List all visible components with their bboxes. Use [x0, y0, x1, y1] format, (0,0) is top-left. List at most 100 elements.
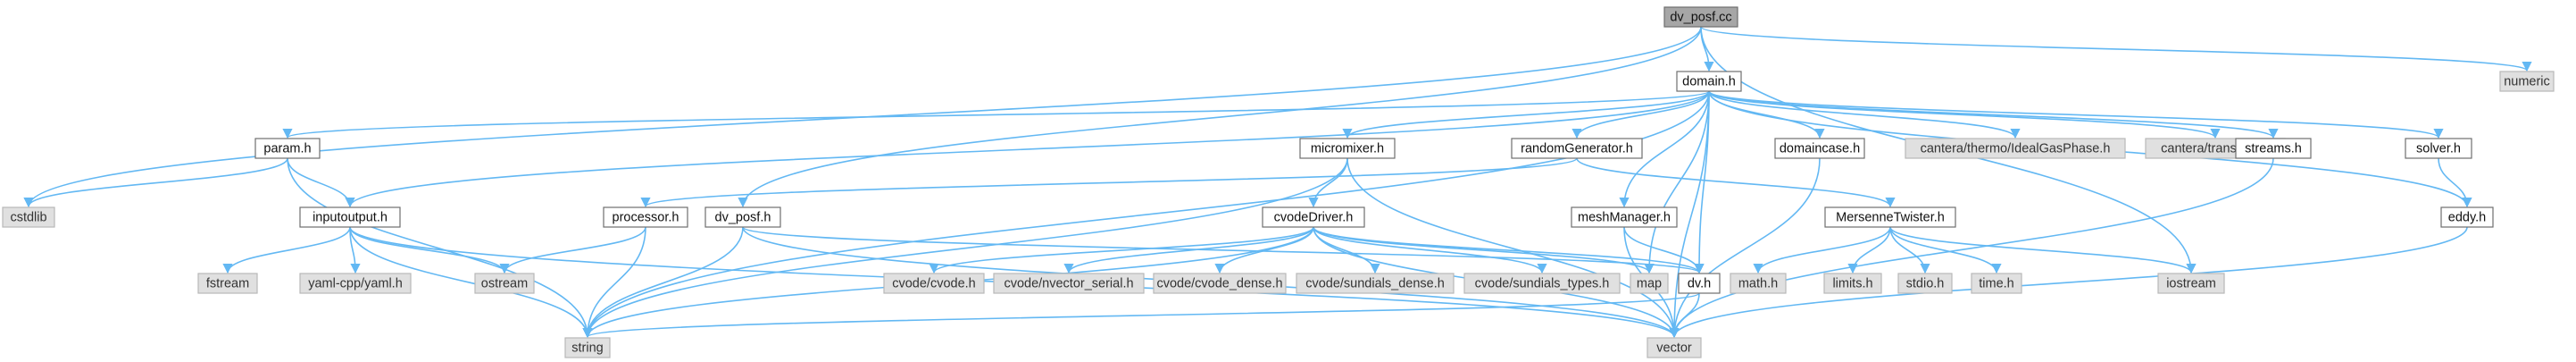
node-label-streams_h: streams.h — [2245, 142, 2302, 156]
node-map: map — [1630, 273, 1669, 294]
node-box-fstream — [197, 273, 258, 294]
edge-dv_posf_cc-to-numeric — [1700, 26, 2532, 72]
node-box-iostream — [2157, 273, 2225, 294]
node-box-inputoutput_h[interactable] — [299, 206, 401, 228]
node-label-fstream: fstream — [206, 277, 249, 291]
edge-domain_h-to-transport — [1708, 90, 2221, 139]
node-nvector: cvode/nvector_serial.h — [993, 273, 1145, 294]
node-box-solver_h[interactable] — [2405, 138, 2472, 159]
edges-layer — [23, 26, 2532, 339]
edge-cvodeDriver_h-to-cvode_h — [929, 226, 1314, 274]
node-yaml: yaml-cpp/yaml.h — [299, 273, 412, 294]
node-box-param_h[interactable] — [254, 138, 321, 159]
node-eddy_h[interactable]: eddy.h — [2440, 206, 2494, 228]
node-label-ostream: ostream — [481, 277, 528, 291]
edge-inputoutput_h-to-string — [349, 226, 593, 339]
node-box-cvodeDriver_h[interactable] — [1262, 206, 1365, 228]
node-label-cstdlib: cstdlib — [10, 211, 46, 225]
node-label-dv_posf_cc: dv_posf.cc — [1670, 11, 1731, 25]
node-solver_h[interactable]: solver.h — [2405, 138, 2472, 159]
node-label-yaml: yaml-cpp/yaml.h — [308, 277, 403, 291]
node-meshManager_h[interactable]: meshManager.h — [1571, 206, 1678, 228]
node-box-cvode_dense — [1153, 273, 1287, 294]
edge-MersenneTwister_h-to-iostream — [1889, 226, 2197, 274]
node-box-meshManager_h[interactable] — [1571, 206, 1678, 228]
node-time_h: time.h — [1971, 273, 2022, 294]
edge-domain_h-to-inputoutput_h — [345, 90, 1710, 208]
node-stdio_h: stdio.h — [1897, 273, 1953, 294]
edge-dv_posf_h-to-string — [582, 226, 744, 339]
node-micromixer_h[interactable]: micromixer.h — [1299, 138, 1396, 159]
node-ostream: ostream — [474, 273, 535, 294]
node-dv_posf_h[interactable]: dv_posf.h — [704, 206, 781, 228]
node-math_h: math.h — [1730, 273, 1787, 294]
edge-domain_h-to-meshManager_h — [1619, 90, 1710, 208]
node-box-randomGenerator_h[interactable] — [1511, 138, 1643, 159]
node-param_h[interactable]: param.h — [254, 138, 321, 159]
node-label-meshManager_h: meshManager.h — [1578, 211, 1671, 225]
node-sundials_types: cvode/sundials_types.h — [1463, 273, 1621, 294]
node-MersenneTwister_h[interactable]: MersenneTwister.h — [1824, 206, 1956, 228]
node-label-cvode_dense: cvode/cvode_dense.h — [1156, 277, 1282, 291]
node-label-vector: vector — [1656, 341, 1692, 356]
edge-inputoutput_h-to-ostream — [349, 226, 510, 274]
node-box-processor_h[interactable] — [603, 206, 688, 228]
node-box-dv_h[interactable] — [1678, 273, 1721, 294]
node-box-dv_posf_h[interactable] — [704, 206, 781, 228]
edge-inputoutput_h-to-fstream — [222, 226, 351, 274]
node-label-randomGenerator_h: randomGenerator.h — [1521, 142, 1633, 156]
node-streams_h[interactable]: streams.h — [2235, 138, 2312, 159]
node-limits_h: limits.h — [1823, 273, 1882, 294]
node-randomGenerator_h[interactable]: randomGenerator.h — [1511, 138, 1643, 159]
node-cvode_h: cvode/cvode.h — [883, 273, 985, 294]
node-label-stdio_h: stdio.h — [1906, 277, 1945, 291]
node-box-vector — [1646, 337, 1702, 358]
node-label-MersenneTwister_h: MersenneTwister.h — [1836, 211, 1945, 225]
node-fstream: fstream — [197, 273, 258, 294]
edge-domain_h-to-vector — [1669, 90, 1710, 339]
edge-solver_h-to-eddy_h — [2438, 157, 2472, 208]
node-vector: vector — [1646, 337, 1702, 358]
node-box-ostream — [474, 273, 535, 294]
edge-randomGenerator_h-to-MersenneTwister_h — [1576, 157, 1896, 208]
node-box-eddy_h[interactable] — [2440, 206, 2494, 228]
edge-micromixer_h-to-string — [582, 157, 1348, 339]
node-box-domaincase_h[interactable] — [1774, 138, 1865, 159]
edge-param_h-to-cstdlib — [23, 157, 288, 208]
node-label-string: string — [571, 341, 603, 356]
node-box-time_h — [1971, 273, 2022, 294]
node-dv_h[interactable]: dv.h — [1678, 273, 1721, 294]
edge-domain_h-to-streams_h — [1708, 90, 2279, 139]
edge-micromixer_h-to-vector — [1346, 157, 1680, 339]
node-box-dv_posf_cc[interactable] — [1663, 6, 1738, 28]
node-label-cvodeDriver_h: cvodeDriver.h — [1274, 211, 1354, 225]
node-domaincase_h[interactable]: domaincase.h — [1774, 138, 1865, 159]
node-label-sundials_dense: cvode/sundials_dense.h — [1305, 277, 1445, 291]
node-dv_posf_cc[interactable]: dv_posf.cc — [1663, 6, 1738, 28]
node-label-param_h: param.h — [263, 142, 311, 156]
node-label-limits_h: limits.h — [1832, 277, 1872, 291]
edge-domain_h-to-idealgas — [1708, 90, 2021, 139]
node-box-numeric — [2499, 71, 2555, 92]
edge-MersenneTwister_h-to-stdio_h — [1889, 226, 1930, 274]
edge-dv_posf_cc-to-domain_h — [1700, 26, 1714, 72]
node-box-MersenneTwister_h[interactable] — [1824, 206, 1956, 228]
node-box-streams_h[interactable] — [2235, 138, 2312, 159]
node-box-stdio_h — [1897, 273, 1953, 294]
node-label-cvode_h: cvode/cvode.h — [892, 277, 976, 291]
node-inputoutput_h[interactable]: inputoutput.h — [299, 206, 401, 228]
node-processor_h[interactable]: processor.h — [603, 206, 688, 228]
node-box-sundials_dense — [1296, 273, 1455, 294]
node-domain_h[interactable]: domain.h — [1676, 71, 1742, 92]
edge-domain_h-to-map — [1644, 90, 1710, 274]
node-box-domain_h[interactable] — [1676, 71, 1742, 92]
node-cvodeDriver_h[interactable]: cvodeDriver.h — [1262, 206, 1365, 228]
edge-MersenneTwister_h-to-time_h — [1889, 226, 2002, 274]
node-box-yaml — [299, 273, 412, 294]
node-label-micromixer_h: micromixer.h — [1311, 142, 1384, 156]
edge-domaincase_h-to-vector — [1669, 157, 1821, 339]
node-box-micromixer_h[interactable] — [1299, 138, 1396, 159]
node-sundials_dense: cvode/sundials_dense.h — [1296, 273, 1455, 294]
edge-dv_h-to-vector — [1669, 292, 1700, 339]
edge-processor_h-to-string — [582, 226, 646, 339]
